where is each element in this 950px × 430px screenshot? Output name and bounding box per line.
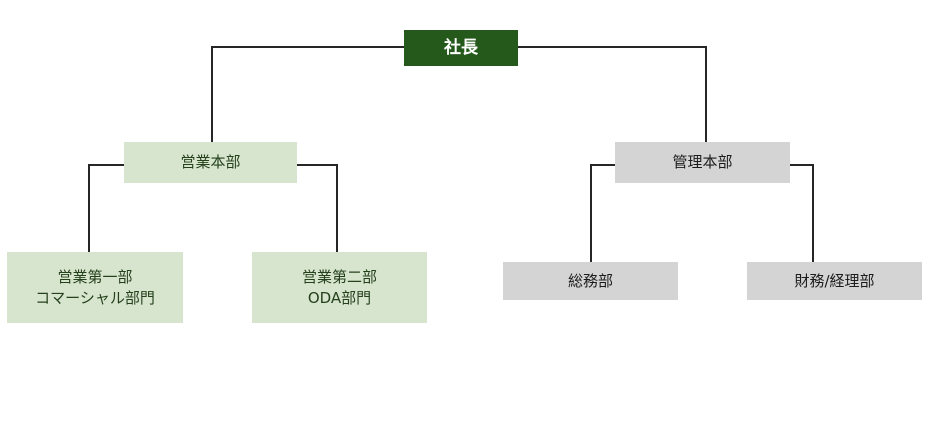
org-node-sales-dept-1-label: 営業第一部 コマーシャル部門 [35,268,155,307]
connector-sales-hq-to-dept1-vertical [88,164,90,252]
connector-president-left-horizontal [211,46,404,48]
connector-admin-hq-right-horizontal [788,164,814,166]
connector-admin-hq-to-finance-vertical [812,164,814,262]
org-node-sales-hq[interactable]: 営業本部 [124,142,297,183]
org-node-sales-dept-1[interactable]: 営業第一部 コマーシャル部門 [7,252,183,323]
org-node-finance-accounting[interactable]: 財務/経理部 [747,262,922,300]
connector-president-right-horizontal [518,46,707,48]
org-node-sales-dept-2-label: 営業第二部 ODA部門 [301,268,377,307]
org-node-general-affairs[interactable]: 総務部 [503,262,678,300]
connector-president-to-sales-hq-vertical [211,46,213,142]
connector-admin-hq-to-general-affairs-vertical [590,164,592,262]
org-node-admin-hq-label: 管理本部 [672,153,733,172]
connector-president-to-admin-hq-vertical [705,46,707,142]
org-node-president[interactable]: 社長 [404,30,518,66]
org-node-president-label: 社長 [444,37,478,58]
connector-admin-hq-left-horizontal [590,164,617,166]
org-node-sales-hq-label: 営業本部 [180,153,241,172]
connector-sales-hq-right-horizontal [297,164,338,166]
org-node-admin-hq[interactable]: 管理本部 [615,142,790,183]
org-node-sales-dept-2[interactable]: 営業第二部 ODA部門 [252,252,427,323]
connector-sales-hq-left-horizontal [88,164,126,166]
org-node-general-affairs-label: 総務部 [567,271,613,290]
connector-sales-hq-to-dept2-vertical [336,164,338,252]
org-node-finance-accounting-label: 財務/経理部 [794,271,875,290]
